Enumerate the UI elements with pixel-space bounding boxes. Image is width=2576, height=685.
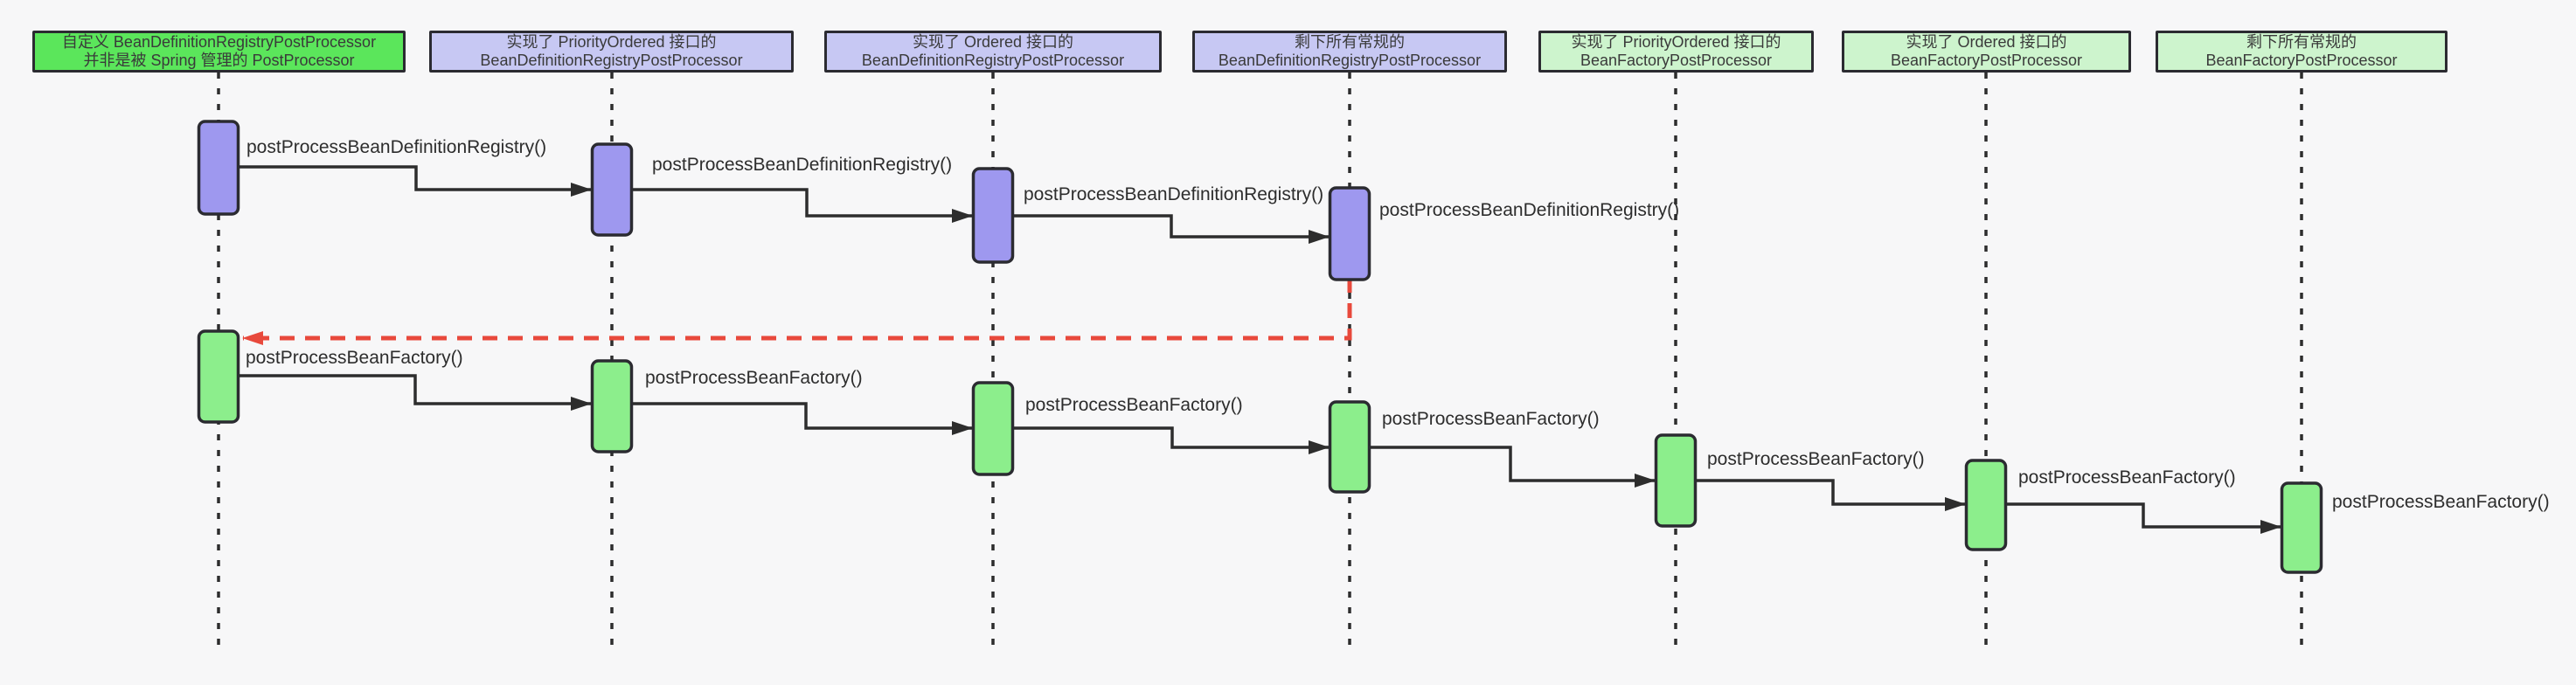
call-label-call-factory-5-6: postProcessBeanFactory()	[1707, 449, 1925, 469]
participant-label-line: 并非是被 Spring 管理的 PostProcessor	[83, 52, 355, 69]
call-arrow-call-factory-4-5	[1370, 446, 1656, 488]
call-arrow-call-factory-2-3	[632, 402, 973, 435]
activation-factory-2	[590, 359, 634, 453]
call-label-call-factory-3-4: postProcessBeanFactory()	[1025, 395, 1243, 415]
call-label-label-registry-4: postProcessBeanDefinitionRegistry()	[1379, 200, 1680, 220]
participant-label-line: 实现了 Ordered 接口的	[1906, 33, 2067, 51]
participant-label-line: BeanDefinitionRegistryPostProcessor	[480, 52, 743, 69]
call-arrow-call-registry-3-4	[1013, 214, 1330, 244]
activation-registry-2	[590, 142, 634, 237]
activation-factory-1	[197, 329, 240, 424]
call-label-call-factory-1-2: postProcessBeanFactory()	[246, 348, 463, 368]
call-label-call-registry-2-3: postProcessBeanDefinitionRegistry()	[652, 155, 953, 175]
participant-label-line: 实现了 PriorityOrdered 接口的	[1571, 33, 1781, 51]
call-arrow-call-factory-3-4	[1013, 426, 1330, 454]
participant-label-line: BeanDefinitionRegistryPostProcessor	[1218, 52, 1482, 69]
call-label-call-factory-6-7: postProcessBeanFactory()	[2018, 467, 2236, 488]
call-label-label-factory-7: postProcessBeanFactory()	[2332, 492, 2550, 512]
call-arrow-call-registry-2-3	[632, 188, 973, 223]
activation-factory-3	[971, 381, 1015, 476]
participant-label-line: 自定义 BeanDefinitionRegistryPostProcessor	[61, 33, 377, 51]
participant-label-line: 剩下所有常规的	[2246, 33, 2357, 51]
participant-label-line: BeanFactoryPostProcessor	[1580, 52, 1773, 69]
participant-label-line: BeanDefinitionRegistryPostProcessor	[861, 52, 1125, 69]
call-label-call-factory-4-5: postProcessBeanFactory()	[1382, 409, 1600, 429]
participant-label-line: 实现了 Ordered 接口的	[912, 33, 1074, 51]
activation-factory-4	[1328, 400, 1371, 494]
activation-registry-1	[197, 120, 240, 216]
activation-factory-7	[2280, 481, 2323, 574]
return-arrow-return-registry-to-factory	[242, 278, 1352, 345]
call-arrow-call-factory-6-7	[2006, 502, 2281, 534]
participant-label-line: 剩下所有常规的	[1295, 33, 1405, 51]
activation-registry-4	[1328, 186, 1371, 281]
activation-factory-5	[1654, 433, 1698, 528]
call-arrow-call-factory-5-6	[1696, 479, 1966, 511]
participant-label-line: BeanFactoryPostProcessor	[1890, 52, 2083, 69]
activation-registry-3	[971, 167, 1015, 264]
call-label-call-registry-3-4: postProcessBeanDefinitionRegistry()	[1024, 184, 1324, 204]
call-label-call-factory-2-3: postProcessBeanFactory()	[645, 368, 863, 388]
call-label-call-registry-1-2: postProcessBeanDefinitionRegistry()	[246, 137, 547, 157]
participant-label-line: 实现了 PriorityOrdered 接口的	[506, 33, 717, 51]
call-arrow-call-factory-1-2	[239, 374, 592, 411]
call-arrow-call-registry-1-2	[239, 165, 592, 197]
participant-label-line: BeanFactoryPostProcessor	[2205, 52, 2398, 69]
activation-factory-6	[1964, 459, 2008, 551]
